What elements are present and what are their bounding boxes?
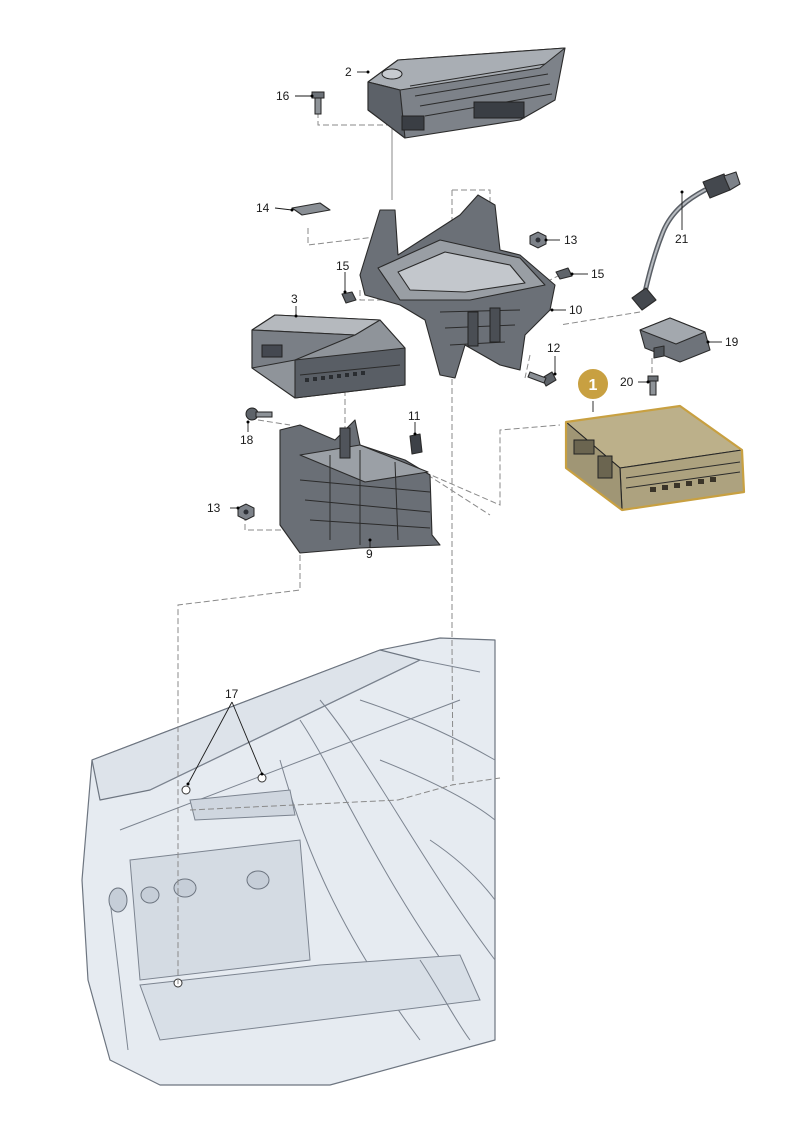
vehicle-rear-body: [81, 637, 496, 1086]
callout-14: 14: [256, 201, 270, 215]
callout-9: 9: [366, 547, 373, 561]
part-3-control-module: [251, 314, 406, 399]
highlight-badge: 1: [576, 367, 610, 401]
callout-15-left: 15: [336, 259, 350, 273]
callout-3: 3: [291, 292, 298, 306]
part-11-clip: [409, 433, 423, 455]
part-9-holder-frame: [279, 419, 441, 554]
part-21-cable: [631, 171, 741, 311]
part-13-nut-lower: [237, 503, 255, 521]
part-10-bracket: [359, 194, 556, 379]
part-15-clip-left: [341, 291, 357, 304]
part-16-screw: [311, 91, 325, 115]
part-2-amplifier: [367, 47, 566, 139]
part-14-pad: [291, 202, 331, 216]
assembly-lines: [177, 112, 653, 985]
callout-15-right: 15: [591, 267, 605, 281]
callout-11: 11: [408, 409, 421, 423]
callout-17: 17: [225, 687, 239, 701]
callout-19: 19: [725, 335, 739, 349]
part-20-screw: [647, 375, 659, 396]
callout-18: 18: [240, 433, 254, 447]
highlight-badge-number: 1: [589, 377, 598, 394]
leader-lines: [186, 70, 722, 786]
callout-16: 16: [276, 89, 290, 103]
part-19-module: [639, 317, 711, 363]
callout-20: 20: [620, 375, 634, 389]
callout-10: 10: [569, 303, 583, 317]
part-1-radio-unit: [564, 404, 746, 512]
callout-12: 12: [547, 341, 561, 355]
part-15-clip-right: [555, 267, 573, 280]
callout-21: 21: [675, 232, 689, 246]
part-13-nut-upper: [529, 231, 547, 249]
callout-13-lower: 13: [207, 501, 221, 515]
callout-2: 2: [345, 65, 352, 79]
callout-13-upper: 13: [564, 233, 578, 247]
part-12-screw: [527, 371, 557, 387]
callout-labels: 2 16 14 13 15 15 3 10 12 19 20 21 18 11 …: [207, 65, 739, 701]
part-18-screw: [245, 407, 273, 421]
